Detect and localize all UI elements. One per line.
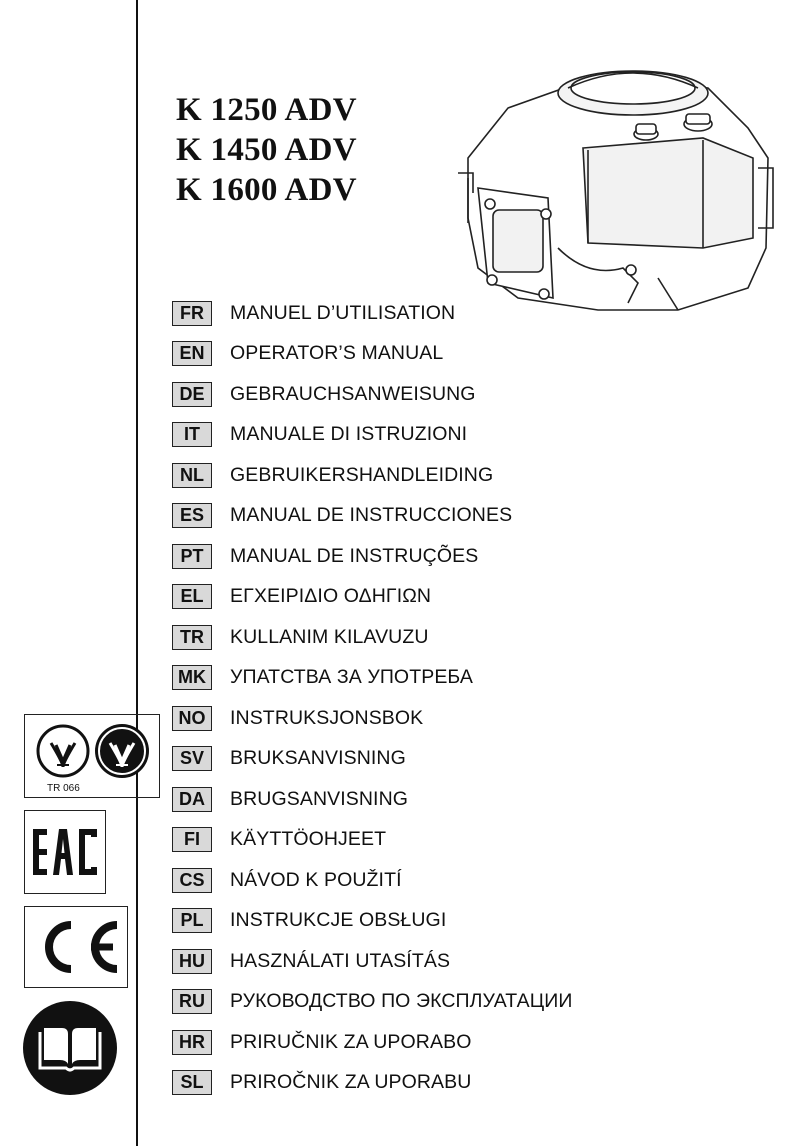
language-row: ES MANUAL DE INSTRUCCIONES [172,501,512,531]
model-name: K 1450 ADV [176,132,357,168]
language-code-badge: DA [172,786,212,812]
language-row: SL PRIROČNIK ZA UPORABU [172,1068,471,1098]
language-row: DE GEBRAUCHSANWEISUNG [172,379,476,409]
ua-conformity-mark: TR 066 [24,714,160,798]
eac-mark [24,810,106,894]
language-row: HR PRIRUČNIK ZA UPORABO [172,1027,471,1057]
model-name: K 1600 ADV [176,172,357,208]
language-row: FI KÄYTTÖOHJEET [172,825,386,855]
manual-title: PRIRUČNIK ZA UPORABO [230,1030,472,1053]
language-row: PT MANUAL DE INSTRUÇÕES [172,541,478,571]
manual-title: GEBRUIKERSHANDLEIDING [230,463,494,486]
manual-title: РУКОВОДСТВО ПО ЭКСПЛУАТАЦИИ [230,990,573,1012]
model-name: K 1250 ADV [176,92,357,128]
manual-title: OPERATOR’S MANUAL [230,342,444,364]
language-row: FR MANUEL D’UTILISATION [172,298,455,328]
manual-title: NÁVOD K POUŽITÍ [230,868,402,891]
manual-title: GEBRAUCHSANWEISUNG [230,382,476,405]
language-code-badge: RU [172,989,212,1014]
manual-title: MANUAL DE INSTRUCCIONES [230,504,513,526]
language-row: TR KULLANIM KILAVUZU [172,622,429,652]
language-row: RU РУКОВОДСТВО ПО ЭКСПЛУАТАЦИИ [172,987,573,1017]
engine-illustration [458,70,774,311]
eac-mark-icon [33,829,97,875]
ua-mark-code: TR 066 [47,783,80,794]
language-row: IT MANUALE DI ISTRUZIONI [172,420,467,450]
language-code-badge: FI [172,827,212,852]
manual-title: УПАТСТВА ЗА УПОТРЕБА [230,666,473,688]
ce-mark [24,906,128,988]
language-row: EL ΕΓΧΕΙΡΙΔΙΟ ΟΔΗΓΙΩΝ [172,582,431,612]
manual-title: BRUKSANVISNING [230,747,406,769]
language-row: MK УПАТСТВА ЗА УПОТРЕБА [172,663,473,693]
language-code-badge: DE [172,381,212,407]
language-code-badge: NO [172,705,212,731]
language-row: PL INSTRUKCJE OBSŁUGI [172,906,446,936]
language-row: NL GEBRUIKERSHANDLEIDING [172,460,493,490]
language-row: DA BRUGSANVISNING [172,784,408,814]
language-code-badge: EN [172,341,212,366]
manual-title: KÄYTTÖOHJEET [230,828,387,850]
manual-title: INSTRUKSJONSBOK [230,706,424,729]
language-code-badge: CS [172,867,212,893]
language-code-badge: PT [172,543,212,569]
language-row: NO INSTRUKSJONSBOK [172,703,423,733]
manual-title: INSTRUKCJE OBSŁUGI [230,909,447,931]
vertical-divider-line [136,0,138,1146]
manual-title: BRUGSANVISNING [230,787,409,810]
language-row: EN OPERATOR’S MANUAL [172,339,443,369]
model-list: K 1250 ADV K 1450 ADV K 1600 ADV [176,90,357,210]
language-code-badge: HR [172,1029,212,1055]
language-code-badge: IT [172,422,212,447]
manual-title: PRIROČNIK ZA UPORABU [230,1071,472,1093]
language-code-badge: PL [172,908,212,933]
language-code-badge: ES [172,503,212,528]
manual-title: ΕΓΧΕΙΡΙΔΙΟ ΟΔΗΓΙΩΝ [230,585,432,607]
language-code-badge: HU [172,948,212,974]
open-book-icon [23,1001,117,1095]
ce-mark-icon [45,921,118,973]
manual-title: KULLANIM KILAVUZU [230,625,429,648]
language-code-badge: MK [172,665,212,690]
manual-title: MANUEL D’UTILISATION [230,301,456,324]
language-code-badge: TR [172,624,212,650]
language-row: CS NÁVOD K POUŽITÍ [172,865,402,895]
manual-title: MANUALE DI ISTRUZIONI [230,423,468,445]
language-code-badge: NL [172,462,212,488]
language-code-badge: FR [172,300,212,326]
language-row: HU HASZNÁLATI UTASÍTÁS [172,946,450,976]
language-row: SV BRUKSANVISNING [172,744,406,774]
language-code-badge: SV [172,746,212,771]
language-code-badge: SL [172,1070,212,1095]
manual-title: HASZNÁLATI UTASÍTÁS [230,949,451,972]
language-code-badge: EL [172,584,212,609]
ua-conformity-icon [36,724,149,778]
manual-title: MANUAL DE INSTRUÇÕES [230,544,479,567]
